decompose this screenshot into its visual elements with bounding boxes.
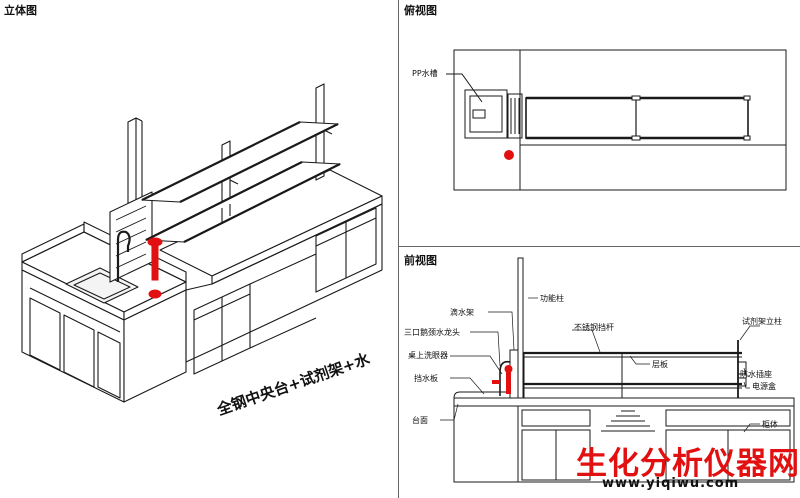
iso-faucet	[116, 230, 131, 282]
watermark-url: www.yiqiwu.com	[602, 476, 740, 491]
iso-drawing	[21, 83, 383, 403]
label-steel-rail: 不锈钢挡杆	[574, 323, 614, 332]
front-countertop	[453, 397, 795, 407]
top-sink	[464, 89, 508, 139]
front-drip-rack	[509, 349, 519, 399]
label-drip-rack: 滴水架	[450, 308, 474, 317]
front-center-vent	[601, 410, 655, 432]
label-eyewash: 桌上洗眼器	[408, 351, 448, 360]
front-function-column	[517, 257, 524, 399]
iso-sink-basin	[65, 267, 139, 304]
top-eyewash	[504, 150, 514, 160]
iso-eyewash	[147, 237, 163, 299]
front-cabinet	[453, 405, 795, 483]
front-faucet	[499, 360, 511, 396]
label-shelf: 层板	[652, 360, 668, 369]
label-faucet: 三口鹅颈水龙头	[404, 328, 460, 337]
vertical-divider	[398, 0, 399, 498]
label-power-box: 电源盒	[752, 382, 776, 391]
label-cabinet: 柜体	[762, 420, 778, 429]
label-splash-board: 挡水板	[414, 374, 438, 383]
pp-sink-label: PP水槽	[412, 69, 438, 78]
front-view-title: 前视图	[404, 254, 437, 267]
top-view-title: 俯视图	[404, 4, 437, 17]
watermark-name: 生化分析仪器网	[576, 446, 800, 482]
horizontal-divider	[398, 246, 800, 247]
label-waterproof-socket: 防水插座	[740, 370, 772, 379]
label-countertop: 台面	[412, 416, 428, 425]
label-function-column: 功能柱	[540, 294, 564, 303]
front-eyewash	[492, 365, 513, 394]
iso-view-title: 立体图	[4, 4, 37, 17]
label-reagent-column: 试剂架立柱	[742, 317, 782, 326]
